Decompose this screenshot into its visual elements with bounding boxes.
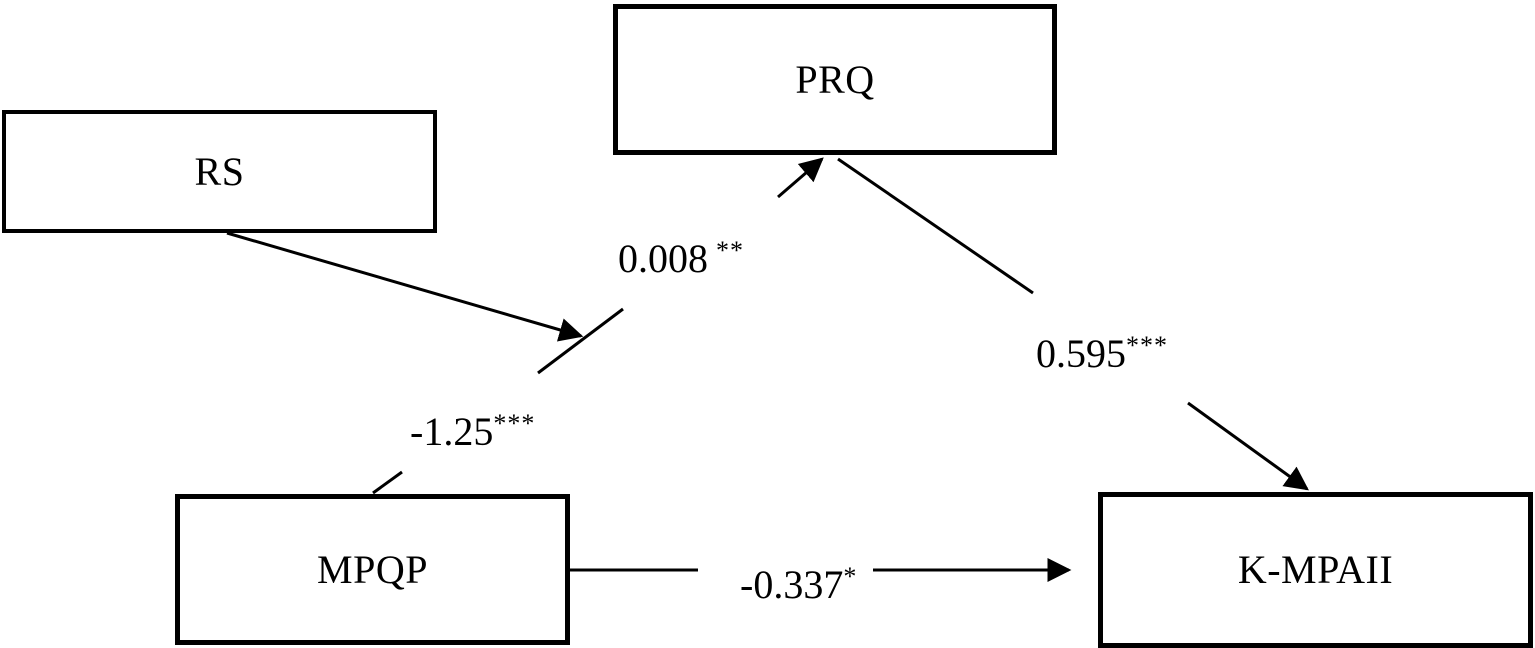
box-kmpaii-label: K-MPAII — [1237, 547, 1394, 592]
coefficient-moderation-value: 0.008 — [618, 236, 708, 281]
coefficient-direct-path: -0.337* — [740, 562, 858, 607]
coefficient-b-path: 0.595*** — [1036, 331, 1168, 376]
coefficient-a-path-value: -1.25 — [410, 409, 494, 454]
coefficient-moderation: 0.008 ** — [618, 236, 744, 281]
a-path-arrow — [777, 157, 824, 199]
moderation-arrow — [226, 231, 584, 342]
box-rs-label: RS — [194, 148, 245, 194]
box-mpqp-label: MPQP — [317, 546, 428, 592]
box-mpqp: MPQP — [175, 494, 570, 645]
coefficient-a-path-significance: *** — [493, 409, 536, 438]
b-path-arrow — [1187, 401, 1309, 491]
box-prq-label: PRQ — [795, 56, 875, 102]
box-kmpaii: K-MPAII — [1098, 492, 1533, 648]
b-path-segment — [837, 157, 1034, 295]
coefficient-a-path: -1.25*** — [410, 409, 536, 454]
box-rs: RS — [2, 110, 437, 233]
coefficient-moderation-significance: ** — [716, 236, 744, 265]
coefficient-direct-path-significance: * — [843, 562, 858, 591]
a-path-stub — [372, 470, 403, 495]
box-prq: PRQ — [613, 4, 1057, 155]
coefficient-b-path-significance: *** — [1126, 331, 1168, 360]
coefficient-direct-path-value: -0.337 — [740, 562, 844, 607]
a-path-slash — [537, 307, 624, 375]
coefficient-b-path-value: 0.595 — [1036, 331, 1126, 376]
